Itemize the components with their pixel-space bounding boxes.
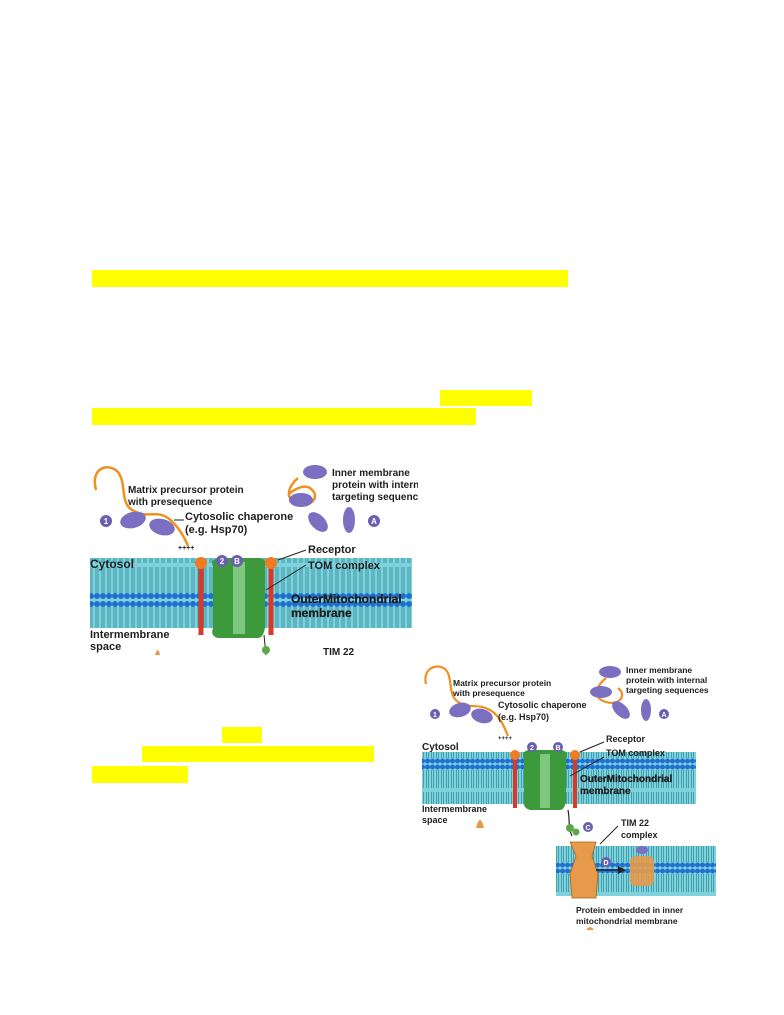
highlight-bar-5: [142, 746, 374, 762]
outer-membrane-label-1: OuterMitochondrial: [580, 774, 672, 785]
inner-membrane-protein: [343, 507, 355, 533]
highlight-bar-2: [440, 390, 532, 406]
step-a-badge-text: A: [661, 712, 666, 719]
highlight-bar-3: [92, 408, 476, 425]
tom-channel: [540, 754, 550, 808]
tim-fragment: [262, 646, 270, 654]
step-a-badge: [368, 515, 380, 527]
inner-membrane-label-3: targeting sequences: [332, 492, 418, 503]
step-b-badge-text: B: [555, 745, 560, 752]
presequence-charges: ++++: [178, 545, 194, 552]
matrix-precursor-label-2: with presequence: [452, 688, 525, 698]
outer-membrane-label-2: membrane: [580, 786, 631, 797]
cytosol-label: Cytosol: [422, 742, 459, 753]
pointer-receptor: [579, 741, 605, 753]
step-1-badge: [430, 709, 440, 719]
inner-membrane-protein: [308, 512, 328, 532]
step-c-badge: [583, 822, 593, 832]
step-b-badge: [553, 742, 563, 752]
receptor-left-head: [510, 750, 520, 760]
intermembrane-label-2: space: [422, 815, 448, 825]
tim22-label-partial: TIM 22: [323, 647, 355, 655]
pointer-tim22: [599, 825, 619, 845]
embedded-protein: [630, 856, 654, 886]
receptor-right-head: [570, 750, 580, 760]
translocating-chain: [567, 809, 573, 837]
inner-membrane-label-3: targeting sequences: [626, 685, 709, 695]
chaperone-protein: [449, 702, 471, 718]
highlight-bar-1: [92, 270, 568, 287]
inner-membrane-protein: [590, 686, 612, 698]
matrix-precursor-chain: [424, 665, 510, 737]
chaperone-label-2: (e.g. Hsp70): [185, 524, 248, 536]
chaperone-protein: [149, 518, 175, 536]
step-a-badge: [659, 709, 669, 719]
step-2-badge: [527, 742, 537, 752]
step-b-badge: [231, 555, 243, 567]
tim-binding-protein: [566, 824, 574, 832]
mito-import-diagram-2: ++++ 1 A 2 B C D Matrix precursor protei…: [422, 665, 716, 930]
pointer-tom: [265, 564, 307, 591]
step-2-badge-text: 2: [220, 557, 225, 566]
step-1-badge-text: 1: [104, 517, 109, 526]
tim22-complex: [569, 841, 599, 899]
presequence-charges: ++++: [498, 736, 513, 742]
tom-complex-label: TOM complex: [606, 748, 665, 758]
inner-membrane-label-2: protein with internal: [332, 480, 418, 491]
chaperone-label-1: Cytosolic chaperone: [498, 700, 587, 710]
step-b-badge-text: B: [234, 557, 240, 566]
tim-fragment-orange: [155, 650, 160, 655]
matrix-precursor-label-1: Matrix precursor protein: [453, 678, 551, 688]
inner-membrane-label-1: Inner membrane: [626, 665, 692, 675]
inner-membrane-protein: [289, 493, 313, 507]
embedded-protein-head: [636, 846, 648, 854]
tim22-arrowhead: [618, 866, 626, 874]
receptor-left-head: [195, 557, 207, 569]
matrix-precursor-label-1: Matrix precursor protein: [128, 485, 244, 496]
tim-binding-protein: [572, 828, 580, 836]
tim-fragment-orange: [476, 820, 484, 828]
inner-membrane-protein: [599, 666, 621, 678]
inner-membrane-label-1: Inner membrane: [332, 468, 410, 479]
inner-membrane-protein: [612, 701, 630, 719]
inner-membrane-protein: [641, 699, 651, 721]
pointer-receptor: [277, 549, 307, 561]
tom-complex-label: TOM complex: [308, 560, 381, 572]
embedded-label-1: Protein embedded in inner: [576, 905, 684, 915]
intermembrane-label-2: space: [90, 641, 121, 653]
intermembrane-label-1: Intermembrane: [422, 804, 487, 814]
step-1-badge-text: 1: [433, 712, 437, 719]
inner-membrane-protein-chain: [595, 677, 624, 704]
pointer-tom: [569, 756, 605, 777]
chaperone-protein: [471, 708, 493, 724]
outer-membrane-label-2: membrane: [291, 606, 352, 620]
receptor-label: Receptor: [606, 734, 646, 744]
tom-channel: [233, 562, 245, 634]
outer-membrane-label-1: OuterMitochondrial: [291, 592, 402, 606]
step-a-badge-text: A: [371, 517, 377, 526]
cytosol-label: Cytosol: [90, 557, 134, 571]
chaperone-label-2: (e.g. Hsp70): [498, 712, 549, 722]
chaperone-label-1: Cytosolic chaperone: [185, 511, 293, 523]
step-2-badge-text: 2: [530, 745, 534, 752]
step-c-badge-text: C: [585, 825, 590, 832]
intermembrane-label-1: Intermembrane: [90, 629, 169, 641]
highlight-bar-4: [222, 727, 262, 743]
tim-bottom-fragment: [586, 927, 594, 930]
step-1-badge: [100, 515, 112, 527]
step-d-badge-text: D: [603, 860, 608, 867]
receptor-right-head: [265, 557, 277, 569]
step-d-badge: [601, 857, 611, 867]
receptor-label: Receptor: [308, 544, 356, 556]
inner-membrane-protein: [303, 465, 327, 479]
tim22-label-2: complex: [621, 830, 658, 840]
tim22-label-1: TIM 22: [621, 818, 649, 828]
mito-import-diagram-1: ++++ 1 A 2 B Matrix precursor protein wi…: [90, 465, 418, 655]
matrix-precursor-label-2: with presequence: [127, 497, 213, 508]
step-2-badge: [216, 555, 228, 567]
inner-membrane-label-2: protein with internal: [626, 675, 707, 685]
chaperone-protein: [120, 511, 146, 529]
highlight-bar-6: [92, 766, 188, 783]
embedded-label-2: mitochondrial membrane: [576, 916, 678, 926]
